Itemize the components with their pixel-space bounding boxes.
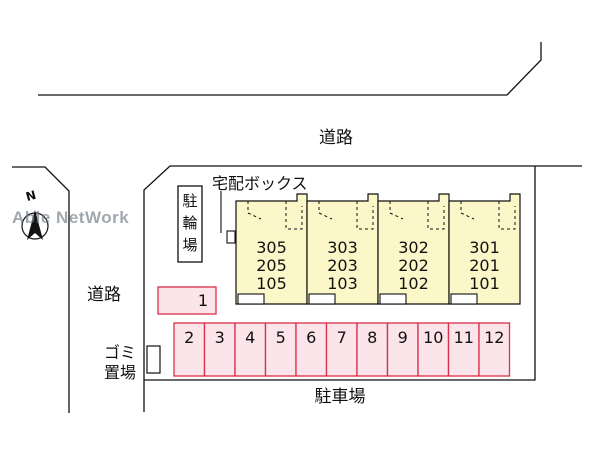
parking-space-1: 1 [157, 286, 217, 315]
room-number: 201 [469, 256, 500, 275]
room-number: 203 [327, 256, 358, 275]
building-dashed-marks [247, 201, 303, 230]
room-number: 301 [469, 238, 500, 257]
parking-space-10: 10 [417, 322, 450, 377]
north-road-label: 道路 [319, 128, 353, 148]
parking-space-number: 10 [423, 328, 443, 347]
room-number: 102 [398, 274, 429, 293]
parking-space-number: 11 [454, 328, 474, 347]
parking-space-11: 11 [447, 322, 480, 377]
parking-space-number: 5 [276, 328, 286, 347]
building-outline [448, 193, 521, 305]
compass-needle-icon [27, 210, 43, 240]
parking-space-9: 9 [386, 322, 419, 377]
parking-space-5: 5 [264, 322, 297, 377]
parking-space-3: 3 [203, 322, 236, 377]
parking-space-2: 2 [173, 322, 206, 377]
entrance-box [379, 293, 407, 305]
building-outline [235, 193, 308, 305]
parking-space-12: 12 [478, 322, 511, 377]
building-dashed-marks [389, 201, 445, 230]
west-road-label: 道路 [87, 285, 121, 305]
garbage-area-label-1: ゴミ [104, 343, 136, 362]
bicycle-parking-box [177, 185, 203, 263]
parking-space-number: 8 [367, 328, 377, 347]
room-number: 103 [327, 274, 358, 293]
delivery-box [226, 230, 236, 244]
garbage-area-label-2: 置場 [104, 363, 136, 382]
parking-space-7: 7 [325, 322, 358, 377]
entrance-box [237, 293, 265, 305]
compass: N [21, 188, 49, 240]
room-number: 105 [256, 274, 287, 293]
parking-space-number: 2 [184, 328, 194, 347]
room-number: 305 [256, 238, 287, 257]
parking-space-number: 12 [484, 328, 504, 347]
bicycle-parking-label-2: 輪 [182, 214, 197, 232]
parking-space-number: 4 [245, 328, 255, 347]
room-number: 302 [398, 238, 429, 257]
watermark-logo: Able NetWork [12, 208, 129, 227]
site-boundary [143, 165, 582, 412]
compass-letter: N [24, 188, 37, 204]
building-outline [377, 193, 450, 305]
parking-space-number: 9 [398, 328, 408, 347]
parking-space-number: 1 [198, 291, 208, 310]
building-dashed-marks [460, 201, 516, 230]
entrance-box [450, 293, 478, 305]
parking-space-6: 6 [295, 322, 328, 377]
parking-space-number: 6 [306, 328, 316, 347]
parking-space-number: 3 [215, 328, 225, 347]
entrance-box [308, 293, 336, 305]
parking-space-number: 7 [337, 328, 347, 347]
building-outline [306, 193, 379, 305]
garbage-area-box [146, 345, 161, 374]
west-road-edge [12, 166, 70, 413]
room-number: 202 [398, 256, 429, 275]
parking-label: 駐車場 [315, 387, 366, 407]
bicycle-parking-label-1: 駐 [182, 192, 197, 210]
building-dashed-marks [318, 201, 374, 230]
delivery-box-label: 宅配ボックス [212, 174, 308, 193]
parking-space-4: 4 [234, 322, 267, 377]
room-number: 303 [327, 238, 358, 257]
parking-space-8: 8 [356, 322, 389, 377]
north-road-edge [38, 42, 542, 96]
room-number: 205 [256, 256, 287, 275]
bicycle-parking-label-3: 場 [182, 236, 197, 254]
room-number: 101 [469, 274, 500, 293]
